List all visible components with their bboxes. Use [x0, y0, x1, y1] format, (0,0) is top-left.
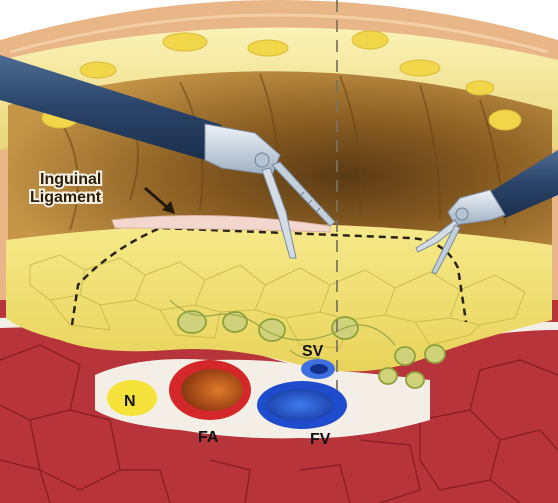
fat-cell-network [29, 254, 526, 349]
label-sv: SV [302, 343, 324, 360]
label-fa: FA [198, 429, 219, 446]
label-group: Inguinal Inguinal Ligament Ligament [28, 169, 104, 208]
laparoscopic-scissors-icon [415, 150, 558, 275]
femoral-nerve [107, 380, 157, 416]
dissection-boundary-dashed [70, 226, 468, 326]
rim-highlight [9, 13, 549, 54]
saphenous-vein [301, 359, 335, 379]
label-fv: FV [310, 431, 331, 448]
upper-fat-islands [41, 30, 522, 131]
ligament-pointer-arrow [144, 186, 175, 214]
preperitoneal-fat [6, 223, 552, 372]
label-inguinal: Inguinal [40, 171, 101, 188]
label-n: N [124, 393, 136, 410]
inguinal-ligament-band [111, 214, 331, 233]
label-ligament: Ligament [30, 189, 102, 206]
femoral-artery [169, 360, 251, 420]
label-ligament-fg: Ligament [30, 189, 102, 206]
small-vessels [169, 299, 396, 359]
label-inguinal-fg: Inguinal [40, 171, 101, 188]
femoral-vein [257, 381, 347, 429]
laparoscopic-grasper-icon [0, 55, 336, 259]
muscle-texture [0, 344, 558, 503]
